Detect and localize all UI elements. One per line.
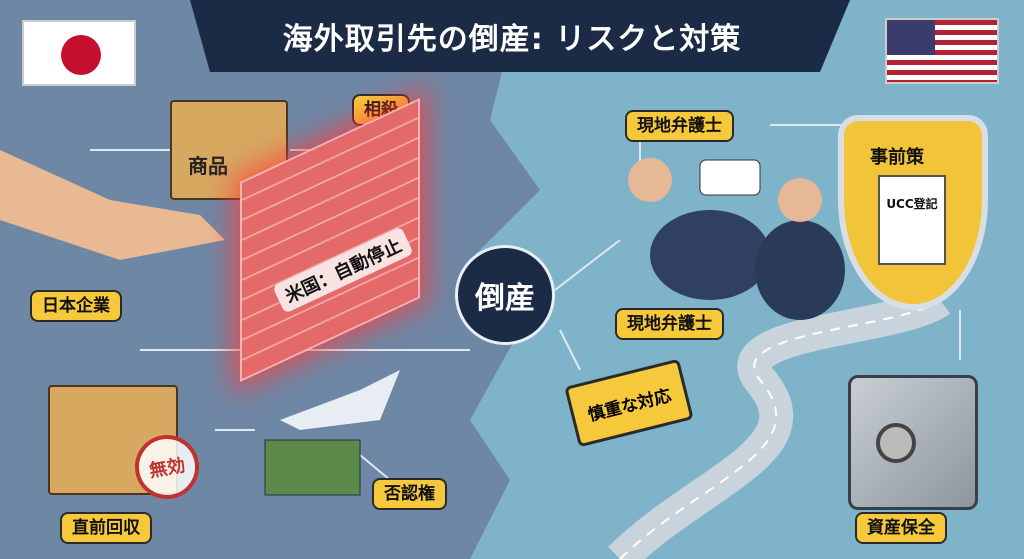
recovery-label: 直前回収 (60, 512, 152, 544)
money-icon (264, 439, 361, 496)
shield-icon (838, 115, 988, 310)
precaution-label: 事前策 (870, 147, 924, 168)
ucc-document: UCC登記 (878, 175, 946, 265)
title-banner (190, 0, 850, 72)
client-figure (755, 220, 845, 320)
local-lawyer-label-bottom: 現地弁護士 (615, 308, 724, 340)
safe-icon (848, 375, 978, 510)
japan-flag (22, 20, 136, 86)
bankruptcy-badge: 倒産 (455, 245, 555, 345)
japanese-company-label: 日本企業 (30, 290, 122, 322)
us-flag (885, 18, 999, 84)
lawyer-figure (650, 210, 770, 300)
hand-icon (0, 150, 225, 260)
page-title: 海外取引先の倒産: リスクと対策 (282, 22, 742, 57)
ghost-hand-icon (280, 370, 400, 430)
asset-protection-label: 資産保全 (855, 512, 947, 544)
local-lawyer-label-top: 現地弁護士 (625, 110, 734, 142)
avoidance-power-label: 否認権 (372, 478, 447, 510)
goods-label: 商品 (188, 154, 228, 178)
speech-bubble-icon (699, 159, 761, 196)
